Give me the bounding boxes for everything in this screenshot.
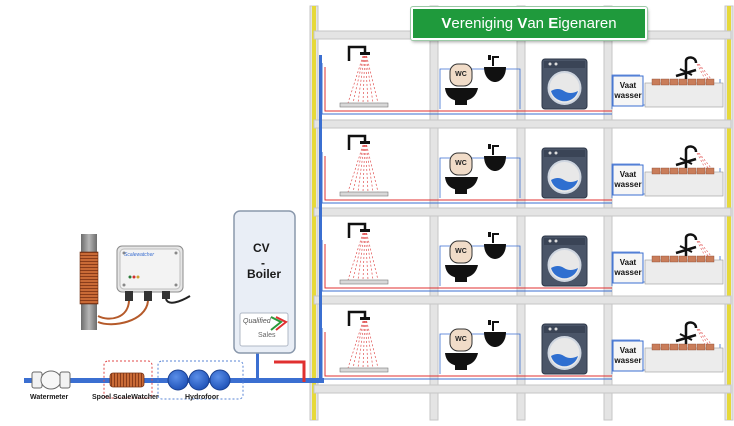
kitchen-tap-icon — [644, 233, 724, 285]
wc-toilet-icon — [445, 240, 478, 282]
boiler-label-line1: CV — [253, 241, 270, 255]
spoel-scalewatcher-label: Spoel ScaleWatcher — [92, 394, 159, 401]
title-part: V — [441, 15, 452, 32]
sink-icon — [484, 55, 506, 82]
scalewatcher-device — [79, 234, 191, 330]
title-banner: Vereniging Van Eigenaren — [411, 7, 647, 40]
title-part: E — [548, 15, 559, 32]
wc-toilet-icon — [445, 152, 478, 194]
wc-toilet-icon — [445, 328, 478, 370]
washing-machine-icon — [541, 235, 588, 287]
dishwasher-icon — [612, 340, 644, 372]
dishwasher-label: Vaat wasser — [614, 258, 642, 277]
cv-boiler — [233, 210, 296, 354]
boiler-label-line3: Boiler — [247, 267, 282, 281]
wc-label: WC — [455, 160, 467, 167]
dishwasher-icon — [612, 75, 644, 107]
floor-2 — [321, 134, 724, 204]
kitchen-tap-icon — [644, 56, 724, 108]
sink-icon — [484, 232, 506, 259]
wc-label: WC — [455, 336, 467, 343]
title-part: ereniging — [451, 15, 518, 32]
device-brand-label: Scalewatcher — [124, 252, 155, 258]
shower-icon — [339, 134, 389, 197]
scalewatcher-coil-icon — [103, 360, 153, 399]
floor-4 — [321, 310, 724, 380]
dishwasher-label: Vaat wasser — [614, 170, 642, 189]
washing-machine-icon — [541, 147, 588, 199]
hydrofoor-label: Hydrofoor — [185, 394, 219, 401]
dishwasher-icon — [612, 252, 644, 284]
wc-toilet-icon — [445, 63, 478, 105]
qualified-sales-logo: Qualified — [243, 318, 271, 325]
wc-label: WC — [455, 248, 467, 255]
shower-icon — [339, 45, 389, 108]
floor-3 — [321, 222, 724, 292]
title-part: an — [527, 15, 549, 32]
kitchen-tap-icon — [644, 321, 724, 373]
hydrofoor-icon — [157, 360, 244, 400]
watermeter-icon — [31, 370, 71, 390]
kitchen-tap-icon — [644, 145, 724, 197]
dishwasher-label: Vaat wasser — [614, 81, 642, 100]
boiler-label-line2: - — [261, 256, 265, 270]
washing-machine-icon — [541, 58, 588, 110]
title-part: igenaren — [558, 15, 617, 32]
dishwasher-icon — [612, 164, 644, 196]
dishwasher-label: Vaat wasser — [614, 346, 642, 365]
title-part: V — [517, 15, 528, 32]
qualified-sales-logo-sub: Sales — [258, 332, 276, 339]
sink-icon — [484, 144, 506, 171]
wc-label: WC — [455, 71, 467, 78]
washing-machine-icon — [541, 323, 588, 375]
watermeter-label: Watermeter — [30, 394, 69, 401]
shower-icon — [339, 222, 389, 285]
sink-icon — [484, 320, 506, 347]
shower-icon — [339, 310, 389, 373]
